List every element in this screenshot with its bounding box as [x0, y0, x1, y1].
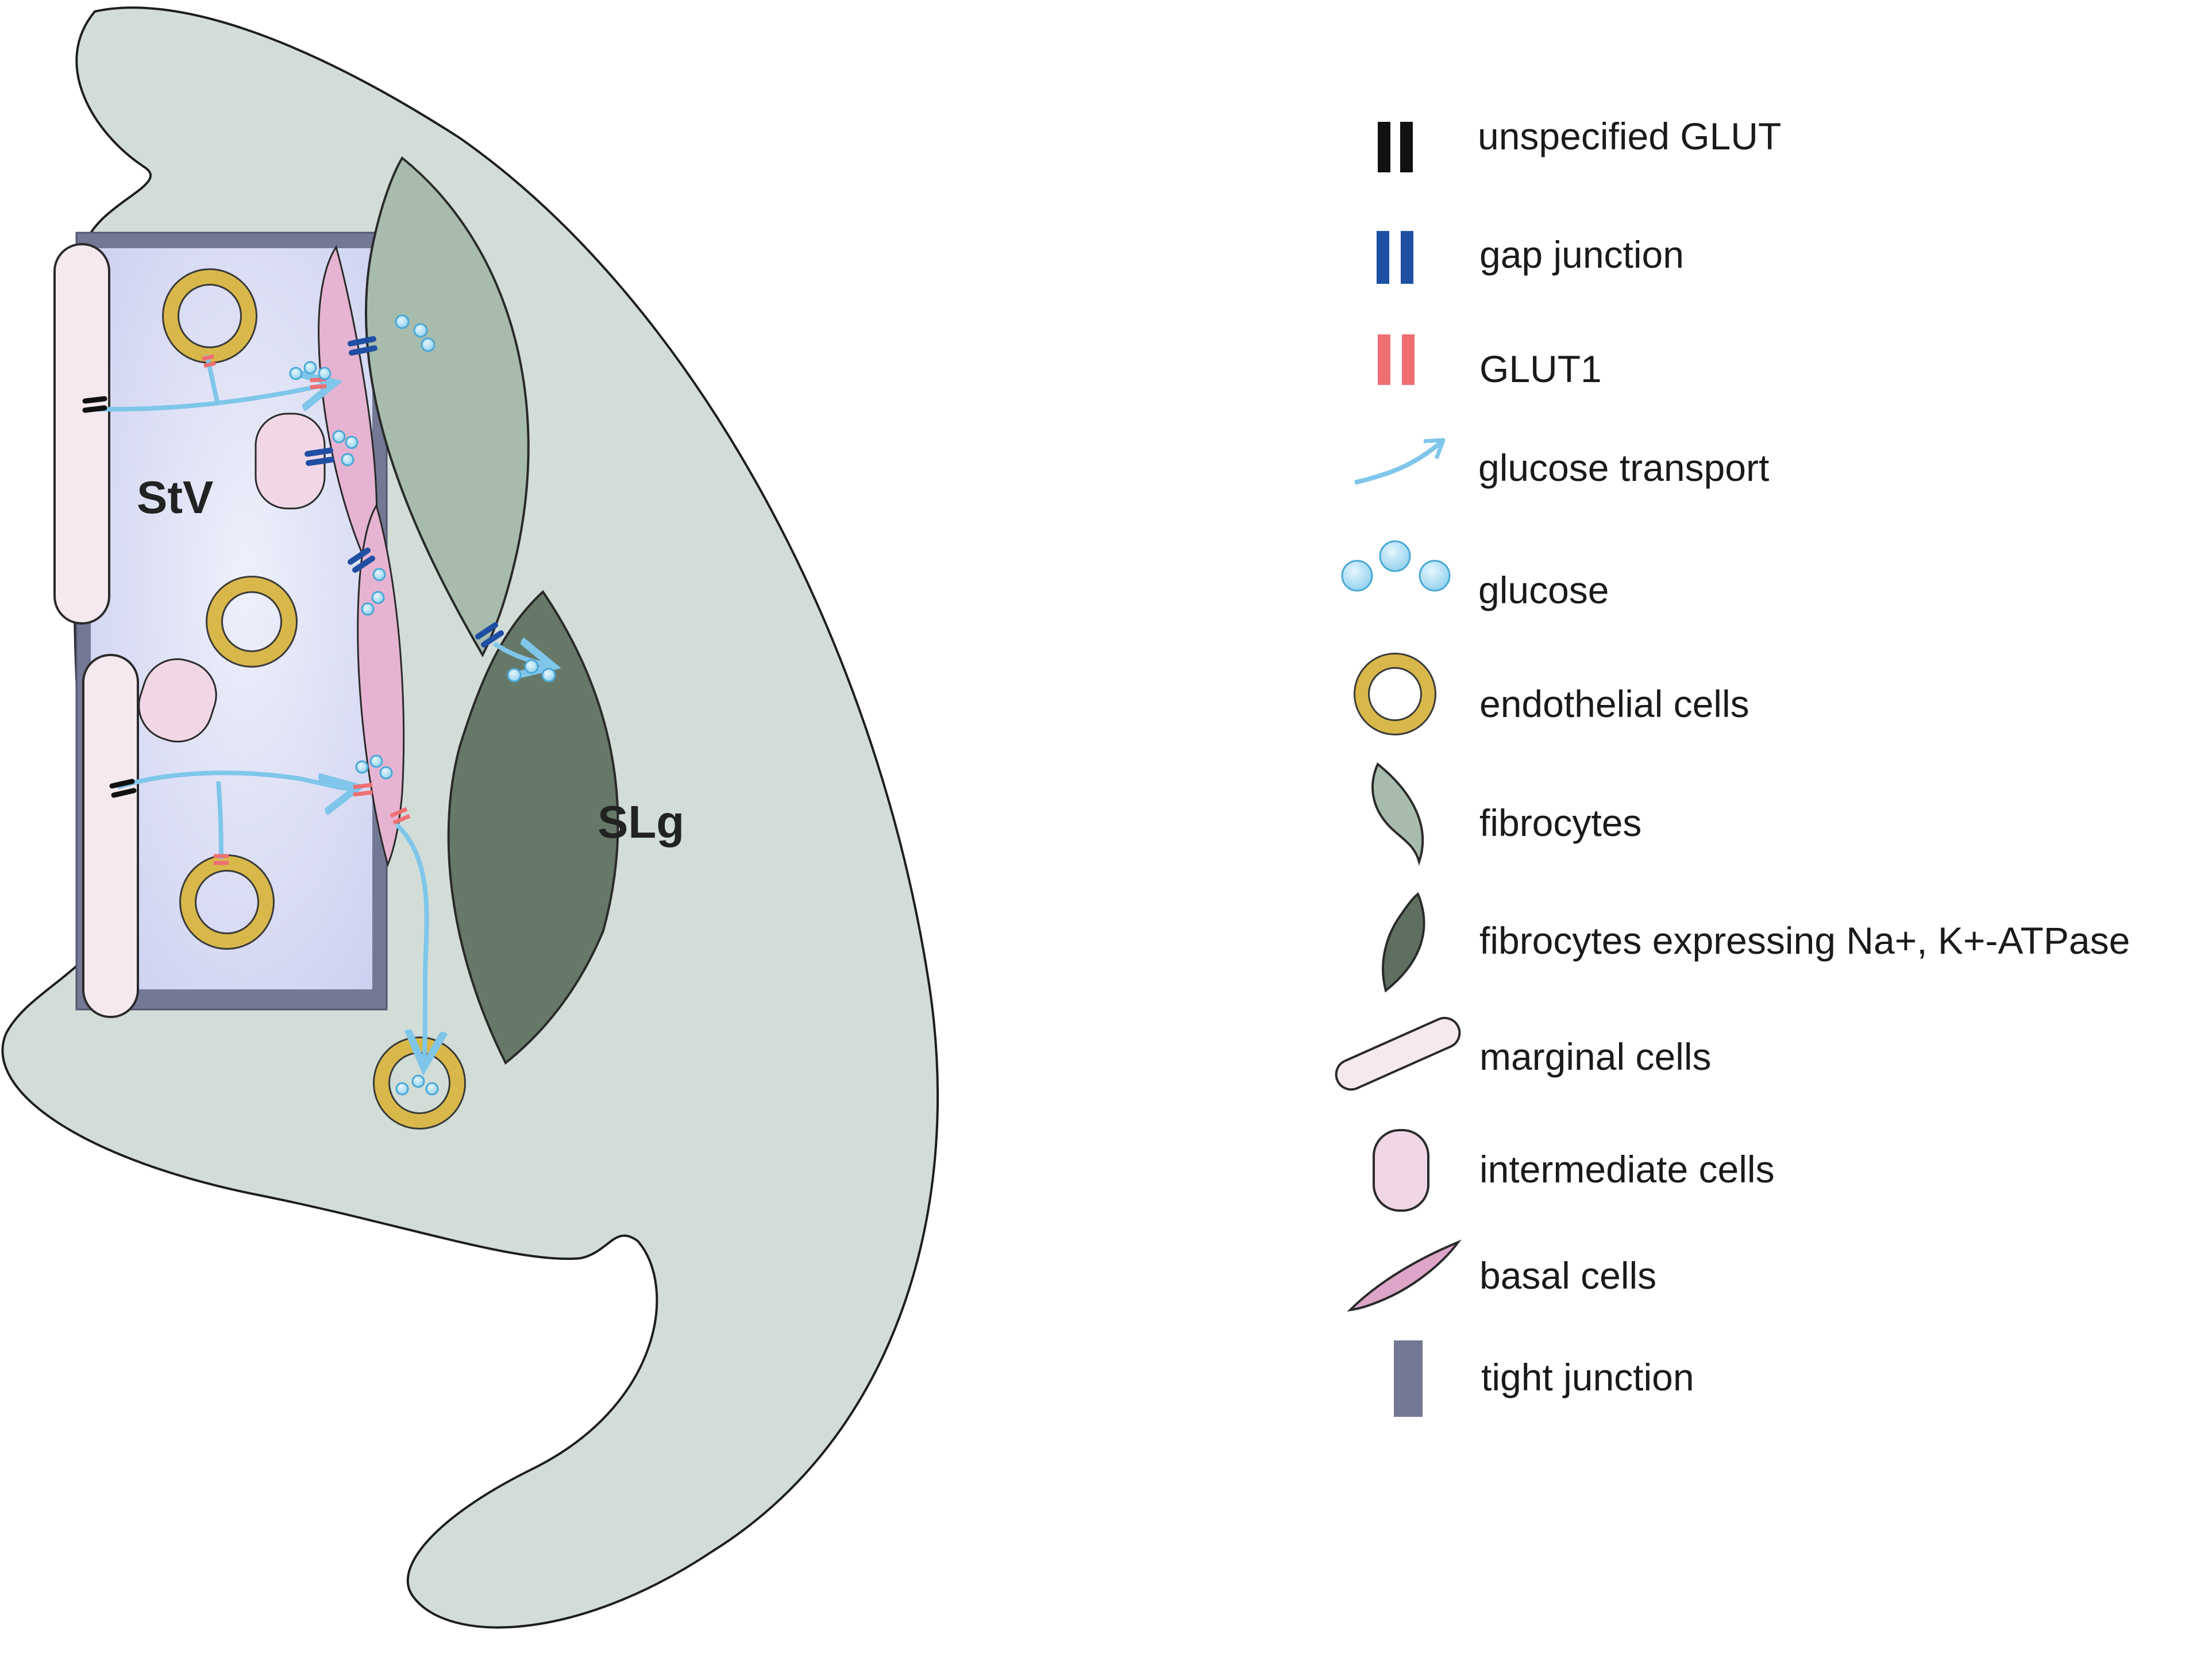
legend-label-gap-junction: gap junction: [1479, 233, 1684, 276]
endothelial-cell-1: [162, 268, 257, 364]
glucose-transport-arrow-3: [395, 823, 427, 1063]
gap-junction-icon: [1377, 231, 1413, 284]
fibrocyte-nak-atpase-icon: [1382, 892, 1425, 993]
fibrocyte-cell: [364, 156, 530, 658]
endothelial-cell-2: [206, 576, 298, 668]
gap-junction-marker-3: [348, 548, 375, 573]
legend: unspecified GLUT gap junction GLUT1 gluc…: [1335, 115, 2130, 1417]
legend-label-fibrocytes: fibrocytes: [1479, 801, 1641, 844]
legend-label-glucose-transport: glucose transport: [1478, 446, 1769, 489]
glucose-transport-arrow-1: [88, 384, 330, 412]
glucose-icon: [1341, 540, 1451, 592]
glut1-marker-5: [390, 807, 411, 825]
endothelial-cell-icon: [1354, 653, 1436, 735]
glut1-marker-1: [202, 354, 216, 368]
basal-cell-icon: [1347, 1239, 1462, 1312]
fibrocyte-nak-atpase-cell: [447, 589, 619, 1065]
intermediate-cell-icon: [1373, 1129, 1429, 1212]
stria-vascularis-label: StV: [137, 472, 213, 523]
glut1-marker-3: [214, 854, 229, 865]
glucose-transport-branch-2: [216, 781, 223, 860]
unspecified-glut-marker-1: [82, 396, 107, 413]
unspecified-glut-icon: [1378, 122, 1413, 172]
marginal-cell-lower: [82, 654, 139, 1018]
legend-label-endothelial-cells: endothelial cells: [1479, 683, 1749, 725]
legend-label-fibrocytes-nak-atpase: fibrocytes expressing Na+, K+-ATPase: [1479, 919, 2130, 962]
glucose-transport-arrow-2: [117, 770, 353, 788]
gap-junction-marker-4: [475, 622, 504, 648]
glucose-transport-branch-1: [205, 354, 221, 406]
legend-label-unspecified-glut: unspecified GLUT: [1478, 115, 1781, 157]
fibrocyte-icon: [1371, 762, 1424, 866]
glut1-marker-4: [353, 783, 373, 797]
tight-junction-icon: [1394, 1340, 1423, 1417]
legend-label-basal-cells: basal cells: [1479, 1254, 1656, 1297]
legend-label-intermediate-cells: intermediate cells: [1479, 1148, 1775, 1190]
glucose-cluster: [289, 314, 556, 1096]
legend-label-marginal-cells: marginal cells: [1479, 1035, 1711, 1078]
glut1-icon: [1378, 334, 1415, 385]
gap-junction-marker-2: [305, 448, 334, 466]
legend-label-glucose: glucose: [1478, 569, 1609, 611]
marginal-cell-icon: [1335, 1016, 1461, 1091]
spiral-ligament-label: SLg: [598, 796, 684, 847]
glucose-transport-arrow-4: [492, 643, 549, 665]
legend-label-tight-junction: tight junction: [1481, 1356, 1694, 1398]
gap-junction-marker-1: [348, 336, 377, 356]
unspecified-glut-marker-2: [109, 779, 137, 798]
intermediate-cell-lower: [138, 658, 217, 743]
marginal-cell-upper: [53, 243, 110, 625]
glucose-transport-arrow-icon: [1354, 438, 1446, 485]
legend-label-glut1: GLUT1: [1479, 348, 1602, 390]
